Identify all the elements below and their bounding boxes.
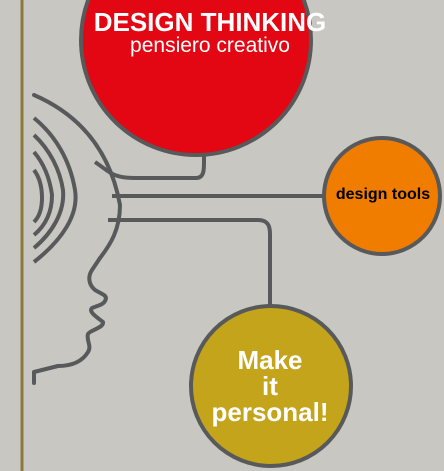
make-it-personal-label: Make it personal! — [190, 347, 350, 425]
head-profile-outline — [32, 93, 122, 385]
make-it-personal-line-2: it — [262, 371, 278, 401]
design-thinking-subtitle: pensiero creativo — [130, 34, 290, 57]
design-thinking-circle — [79, 0, 313, 157]
brain-arc-3 — [32, 150, 55, 237]
make-it-personal-line-1: Make — [237, 345, 303, 375]
design-thinking-label: DESIGN THINKING pensiero creativo — [70, 9, 350, 57]
brain-arc-2 — [32, 133, 66, 250]
connector-to-design-thinking — [93, 138, 206, 180]
make-it-personal-circle — [189, 304, 353, 468]
brain-arc-1 — [32, 116, 78, 264]
make-it-personal-line-3: personal! — [211, 397, 329, 427]
design-tools-circle — [322, 136, 442, 256]
connector-to-make-it-personal — [108, 218, 272, 312]
brain-arc-4 — [32, 168, 45, 224]
design-thinking-title: DESIGN THINKING — [93, 7, 327, 37]
design-tools-label: design tools — [335, 186, 431, 203]
